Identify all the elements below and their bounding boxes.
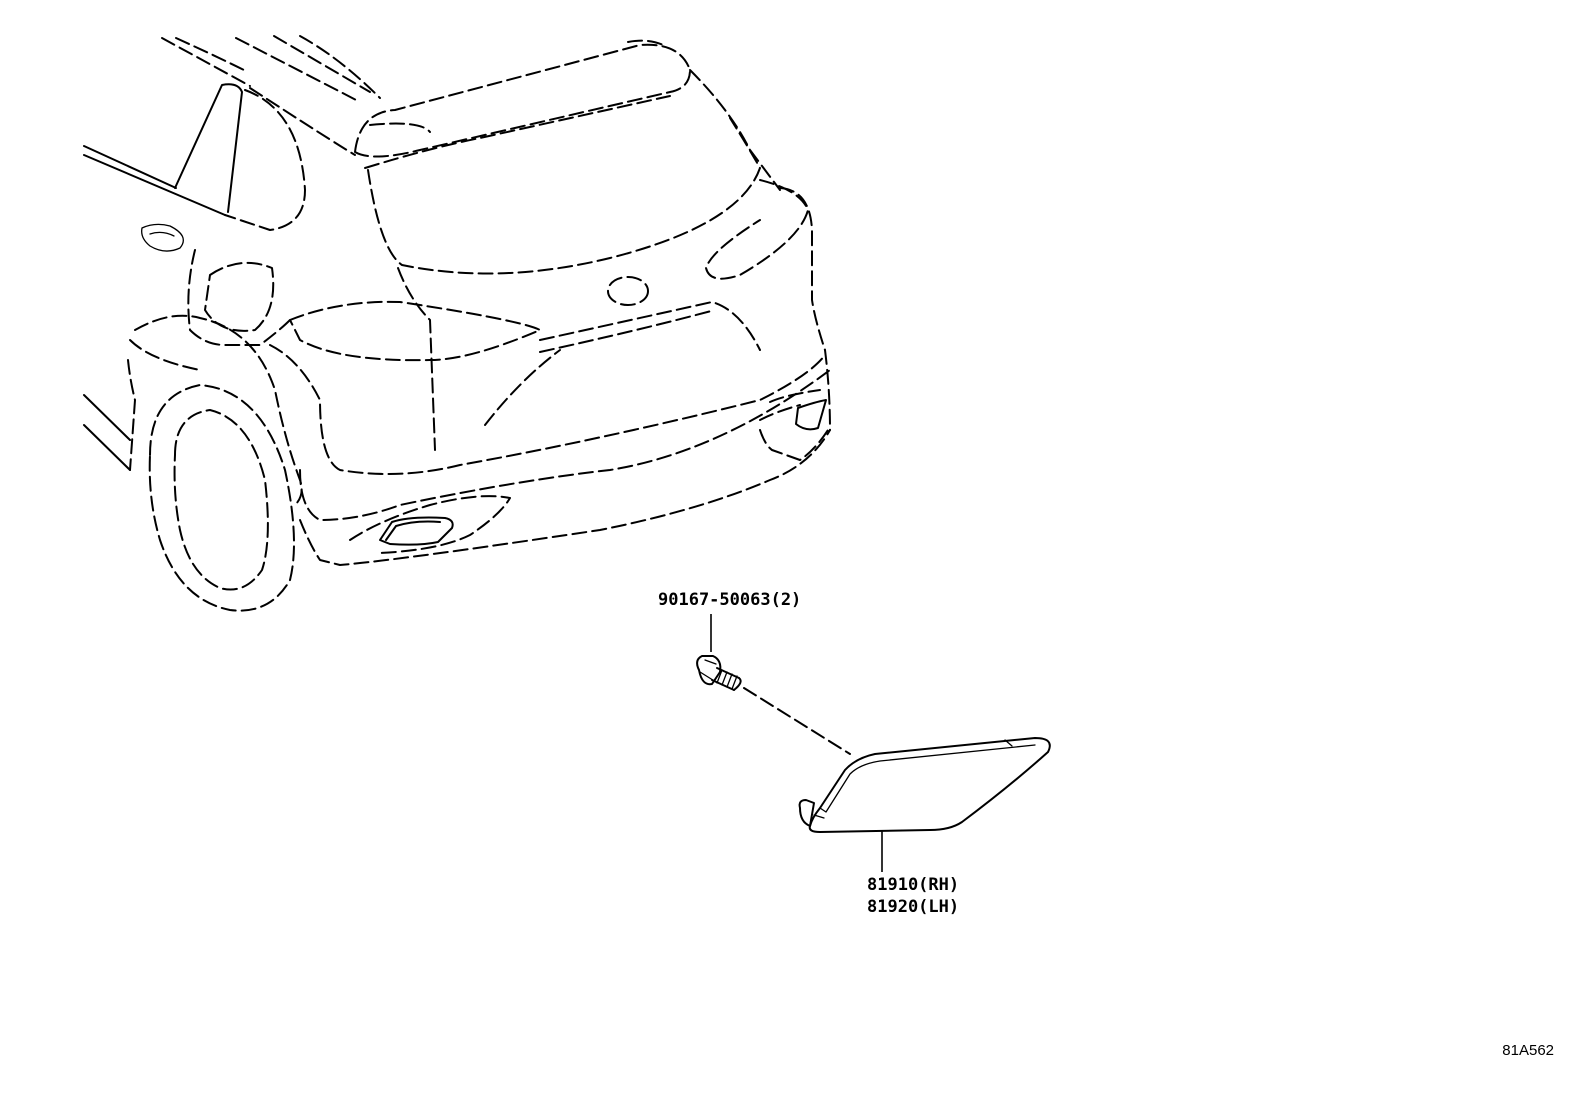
reflector-icon xyxy=(798,737,1051,872)
screw-part-number[interactable]: 90167-50063(2) xyxy=(658,590,802,610)
vehicle-rear-outline xyxy=(83,35,831,612)
assembly-line xyxy=(743,687,851,755)
reflector-part-number-lh[interactable]: 81920(LH) xyxy=(867,897,960,917)
screw-icon xyxy=(696,614,742,691)
diagram-id-code: 81A562 xyxy=(1502,1042,1554,1059)
reflector-part-number-rh[interactable]: 81910(RH) xyxy=(867,875,960,895)
